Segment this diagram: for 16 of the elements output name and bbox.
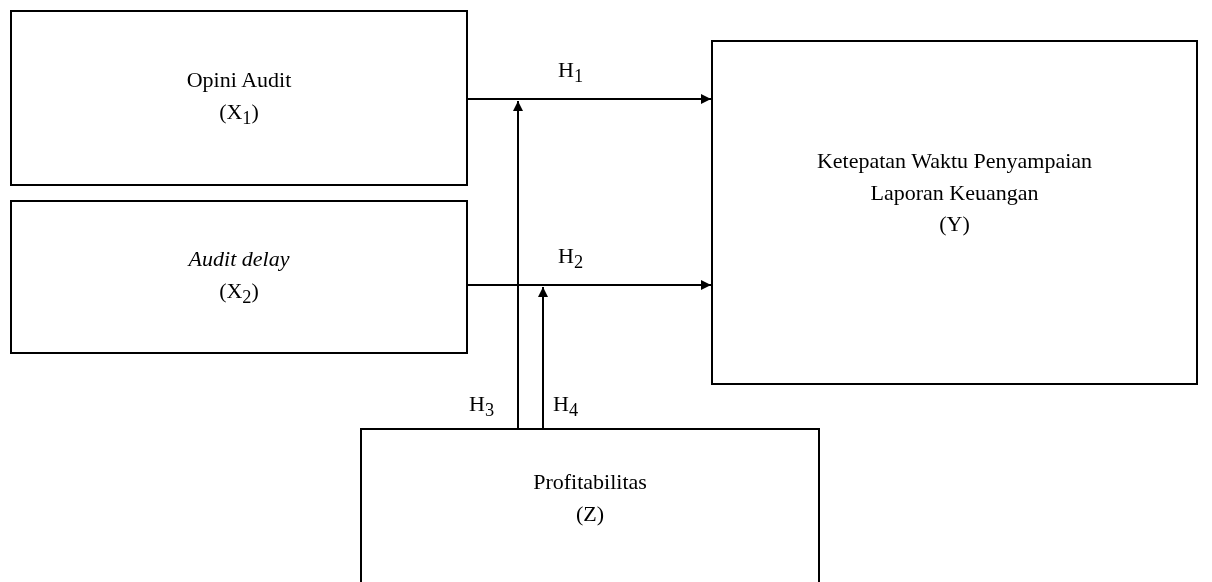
variable-symbol: (Z) (575, 500, 605, 528)
arrow (467, 94, 712, 104)
variable-box (711, 40, 1198, 385)
variable-box (10, 200, 468, 354)
variable-symbol: (Y) (939, 210, 970, 239)
variable-box (360, 428, 820, 582)
arrow (513, 100, 523, 429)
variable-name: Audit delay (188, 245, 290, 274)
arrow (467, 280, 712, 290)
variable-name: Ketepatan Waktu Penyampaian Laporan Keuangan (815, 146, 1094, 207)
variable-name: Profitabilitas (533, 468, 647, 497)
variable-symbol: (X$_{2}$) (219, 276, 259, 310)
arrow (538, 286, 548, 429)
variable-name: Opini Audit (186, 66, 292, 95)
variable-box (10, 10, 468, 186)
variable-symbol: (X$_{1}$) (219, 97, 259, 131)
